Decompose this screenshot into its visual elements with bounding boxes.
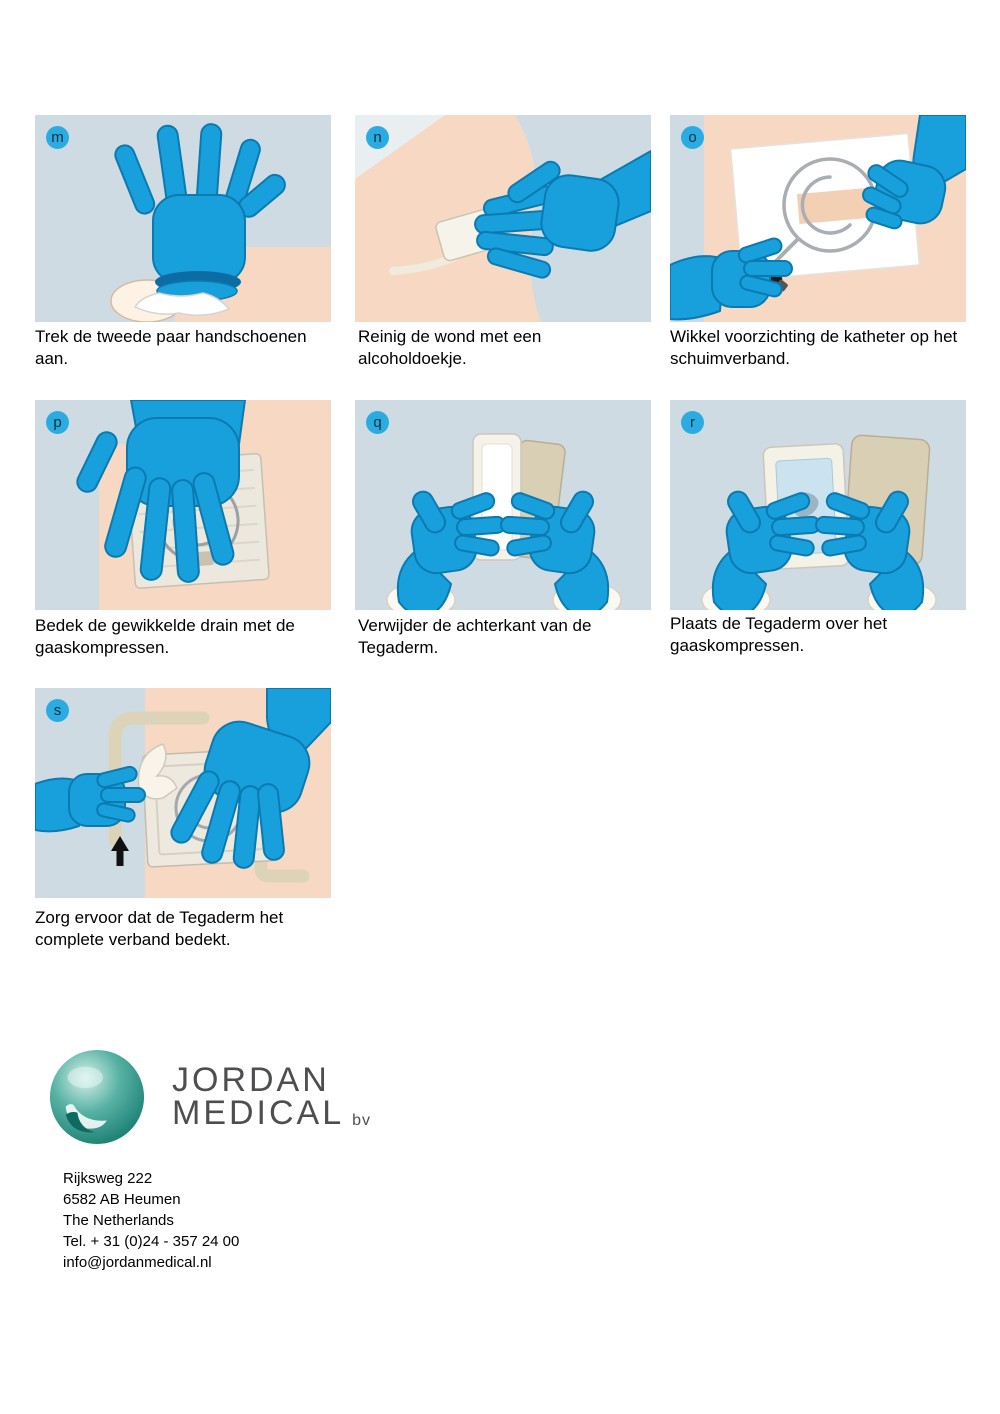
gloved-hand-left — [396, 490, 506, 610]
address-street: Rijksweg 222 — [63, 1170, 153, 1187]
illustration-step-s — [35, 688, 331, 898]
drain-tube-exit — [254, 833, 310, 883]
logo-text-medical: MEDICAL — [172, 1094, 345, 1132]
jordan-medical-logo-icon — [49, 1049, 145, 1145]
gloved-hand-right — [815, 490, 925, 610]
address-country: The Netherlands — [63, 1212, 174, 1229]
step-caption-r: Plaats de Tegaderm over het gaaskompress… — [670, 614, 888, 656]
illustration-step-o — [670, 115, 966, 322]
gloved-hand-left — [35, 765, 146, 833]
step-panel-n: n — [355, 115, 651, 322]
step-panel-r: r — [670, 400, 966, 610]
drain-tube-left — [108, 711, 210, 847]
gloved-hand-left — [711, 490, 821, 610]
step-panel-q: q — [355, 400, 651, 610]
step-panel-p: p — [35, 400, 331, 610]
step-panel-o: o — [670, 115, 966, 322]
gloved-hand-right — [862, 115, 966, 230]
address-email: info@jordanmedical.nl — [63, 1254, 212, 1271]
step-badge-s: s — [46, 699, 69, 722]
step-caption-q: Verwijder de achterkant van de Tegaderm. — [358, 616, 592, 658]
gloved-hand-right — [170, 688, 331, 869]
illustration-step-q — [355, 400, 651, 610]
logo-text-jordan: JORDAN — [172, 1060, 330, 1099]
illustration-step-n — [355, 115, 651, 322]
step-caption-o: Wikkel voorzichting de katheter op het s… — [670, 327, 958, 369]
step-badge-p: p — [46, 411, 69, 434]
address-phone: Tel. + 31 (0)24 - 357 24 00 — [63, 1233, 240, 1250]
logo-text-bv: bv — [352, 1111, 372, 1129]
up-arrow-icon — [111, 836, 129, 866]
gloved-hand-left — [670, 237, 793, 321]
glove-cuff-pulled — [133, 292, 231, 316]
logo-wordmark: JORDAN MEDICAL bv — [172, 1060, 372, 1132]
step-caption-n: Reinig de wond met een alcoholdoekje. — [358, 327, 542, 369]
gloved-hand — [474, 150, 651, 279]
step-panel-s: s — [35, 688, 331, 898]
company-address: Rijksweg 222 6582 AB Heumen The Netherla… — [63, 1168, 239, 1273]
step-badge-n: n — [366, 126, 389, 149]
illustration-step-p — [35, 400, 331, 610]
illustration-step-r — [670, 400, 966, 610]
step-caption-m: Trek de tweede paar handschoenen aan. — [35, 327, 307, 369]
jordan-medical-logo: JORDAN MEDICAL bv — [48, 1048, 371, 1146]
step-badge-r: r — [681, 411, 704, 434]
step-caption-p: Bedek de gewikkelde drain met de gaaskom… — [35, 616, 295, 658]
gloved-hand — [114, 123, 286, 284]
step-badge-m: m — [46, 126, 69, 149]
step-panel-m: m — [35, 115, 331, 322]
gloved-hand-right — [500, 490, 610, 610]
step-badge-q: q — [366, 411, 389, 434]
step-badge-o: o — [681, 126, 704, 149]
liner-curl — [137, 743, 178, 800]
illustration-step-m — [35, 115, 331, 322]
step-caption-s: Zorg ervoor dat de Tegaderm het complete… — [35, 908, 284, 950]
gloved-hand — [76, 400, 246, 583]
address-postal-city: 6582 AB Heumen — [63, 1191, 181, 1208]
